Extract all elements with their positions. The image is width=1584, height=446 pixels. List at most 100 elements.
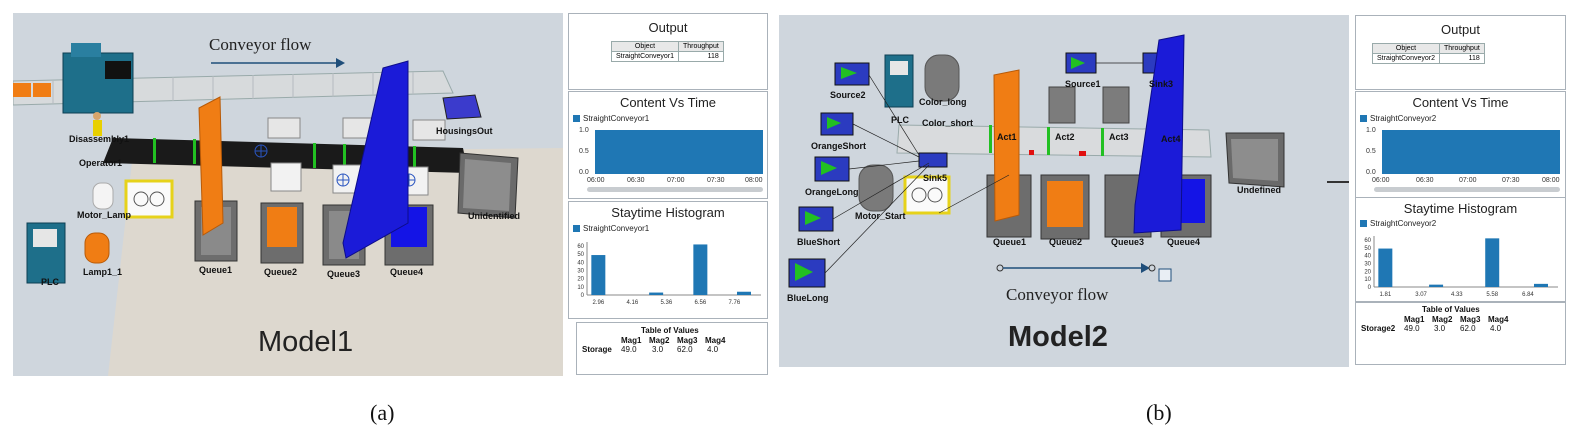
label-color-short: Color_short	[922, 118, 974, 128]
histogram-y-tick: 60	[1364, 238, 1371, 244]
model1-flow-label: Conveyor flow	[209, 35, 312, 54]
content-chart-scrollbar[interactable]	[587, 187, 763, 192]
label-unidentified: Unidentified	[468, 211, 520, 221]
histogram-legend: StraightConveyor2	[1360, 219, 1436, 228]
histogram-title: Staytime Histogram	[1403, 201, 1518, 216]
part-orange	[33, 83, 51, 97]
main-conveyor	[896, 124, 1212, 158]
label-blue-long: BlueLong	[787, 293, 829, 303]
model1-title: Model1	[258, 326, 354, 358]
sorter	[124, 179, 174, 219]
motor-start-cylinder	[858, 164, 894, 212]
histogram-bar	[1533, 283, 1548, 287]
histogram-bar	[649, 292, 664, 295]
content-chart-scrollbar[interactable]	[1374, 187, 1560, 192]
model2-3d-view[interactable]: Source2 PLC Color_long Color_short Orang…	[779, 15, 1349, 367]
model2-title: Model2	[1008, 321, 1108, 353]
content-chart-title: Content Vs Time	[619, 95, 717, 110]
output-col-object: Object	[611, 41, 679, 52]
label-queue4: Queue4	[1167, 237, 1201, 247]
label-queue2: Queue2	[264, 267, 298, 277]
histogram-y-tick: 20	[1364, 269, 1371, 275]
content-chart-legend: StraightConveyor1	[573, 114, 649, 123]
content-chart-plot	[1382, 130, 1560, 174]
values-table-title: Table of Values	[641, 326, 699, 335]
histogram-y-tick: 50	[577, 252, 584, 258]
motor-lamp-cylinder	[92, 182, 114, 210]
histogram-x-tick: 2.96	[592, 300, 604, 306]
label-queue1: Queue1	[993, 237, 1027, 247]
histogram-x-tick: 1.81	[1379, 292, 1391, 298]
label-plc: PLC	[41, 277, 59, 287]
label-source1: Source1	[1065, 79, 1101, 89]
label-source2: Source2	[830, 90, 866, 100]
sink5-pad	[918, 152, 948, 168]
histogram-y-tick: 40	[577, 260, 584, 266]
histogram-bar	[1429, 284, 1444, 287]
blue-tower	[1133, 34, 1185, 234]
label-queue1: Queue1	[199, 265, 233, 275]
histogram-x-tick: 7.76	[729, 300, 741, 306]
flow-arrow-head	[1141, 263, 1150, 273]
model2-histogram-panel: Staytime Histogram StraightConveyor2 60 5…	[1355, 197, 1566, 302]
label-blue-short: BlueShort	[797, 237, 841, 247]
label-plc: PLC	[891, 115, 909, 125]
output-col-throughput: Throughput	[677, 41, 724, 52]
histogram-x-tick: 5.36	[661, 300, 673, 306]
histogram-title: Staytime Histogram	[611, 205, 725, 220]
caption-a: (a)	[370, 400, 395, 425]
histogram-bar	[736, 291, 751, 295]
label-queue4: Queue4	[390, 267, 424, 277]
histogram-bar	[1485, 238, 1500, 287]
histogram-y-tick: 50	[1364, 246, 1371, 252]
label-motor-start: Motor_Start	[855, 211, 906, 221]
flow-arrow-head	[336, 58, 345, 68]
orange-tower	[993, 69, 1020, 222]
flow-control-icon	[1158, 268, 1172, 282]
content-chart-legend: StraightConveyor2	[1360, 114, 1436, 123]
histogram-legend: StraightConveyor1	[573, 224, 649, 233]
label-sink5: Sink5	[923, 173, 948, 183]
lamp-cylinder	[84, 232, 110, 264]
model1-scene-graphics	[13, 43, 563, 376]
histogram-y-tick: 10	[577, 285, 584, 291]
part-orange	[13, 83, 31, 97]
model2-flow-label: Conveyor flow	[1006, 285, 1109, 304]
model2-content-chart-panel: Content Vs Time StraightConveyor2 1.0 0.…	[1355, 91, 1566, 199]
histogram-bar	[591, 255, 606, 295]
histogram-bar	[1378, 248, 1393, 287]
histogram-x-tick: 6.84	[1522, 292, 1534, 298]
orange-tower	[198, 96, 224, 236]
histogram-y-tick: 0	[1368, 285, 1372, 291]
label-lamp: Lamp1_1	[83, 267, 123, 277]
content-chart-title: Content Vs Time	[1412, 95, 1509, 110]
histogram-x-tick: 6.56	[695, 300, 707, 306]
histogram-bar	[693, 244, 708, 295]
histogram-y-tick: 40	[1364, 254, 1371, 260]
machine-screen	[105, 61, 131, 79]
output-col-object: Object	[1372, 43, 1440, 54]
histogram-x-tick: 4.16	[626, 300, 638, 306]
label-queue2: Queue2	[1049, 237, 1083, 247]
label-sink3: Sink3	[1149, 79, 1174, 89]
model1-3d-view[interactable]: Conveyor flow Disassembly1 Operator1 Hou…	[13, 13, 563, 376]
histogram-x-tick: 5.58	[1486, 292, 1498, 298]
label-act3: Act3	[1109, 132, 1129, 142]
label-queue3: Queue3	[327, 269, 361, 279]
histogram-y-tick: 20	[577, 277, 584, 283]
histogram-y-tick: 30	[1364, 261, 1371, 267]
histogram-y-tick: 60	[577, 244, 584, 250]
histogram-x-tick: 4.33	[1451, 292, 1463, 298]
histogram-y-tick: 10	[1364, 277, 1371, 283]
label-queue3: Queue3	[1111, 237, 1145, 247]
label-act1: Act1	[997, 132, 1017, 142]
model2-scene-graphics	[788, 34, 1349, 288]
model1-histogram-panel: Staytime Histogram StraightConveyor1 60 5…	[568, 201, 768, 319]
label-act4: Act4	[1161, 134, 1181, 144]
